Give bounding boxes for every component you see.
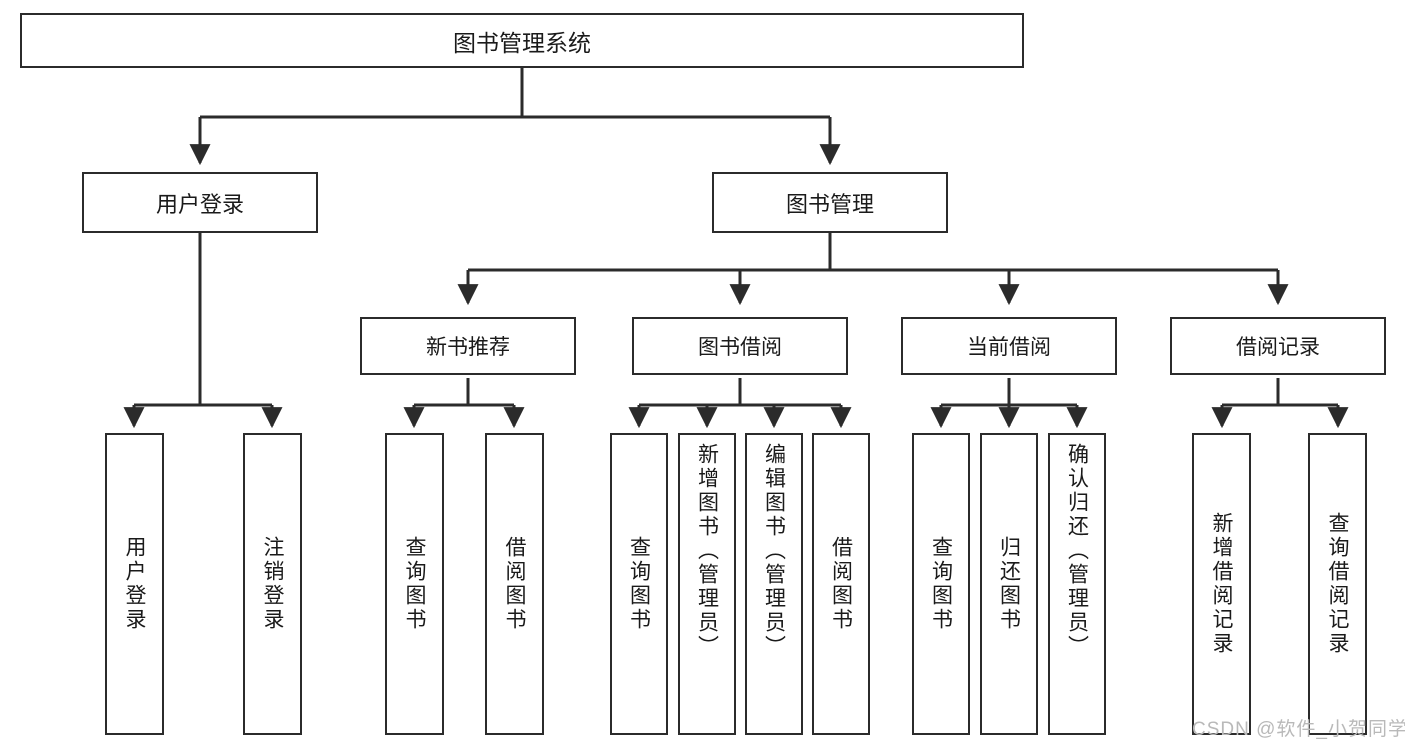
leaf-bb-add-book[interactable]: 新增图书（管理员） [678,433,736,735]
node-current-borrow-label: 当前借阅 [967,336,1051,359]
node-root-label: 图书管理系统 [453,29,591,56]
leaf-nb-query-book[interactable]: 查询图书 [385,433,444,735]
leaf-bb-query-book-label: 查询图书 [627,536,651,632]
node-borrow-record[interactable]: 借阅记录 [1170,317,1386,375]
leaf-nb-query-book-label: 查询图书 [403,536,426,632]
leaf-logout[interactable]: 注销登录 [243,433,302,735]
leaf-br-add-record[interactable]: 新增借阅记录 [1192,433,1251,735]
node-book-manage[interactable]: 图书管理 [712,172,948,233]
node-new-book-recommend[interactable]: 新书推荐 [360,317,576,375]
leaf-bb-add-book-label: 新增图书（管理员） [695,443,719,659]
leaf-nb-borrow-book-label: 借阅图书 [503,536,526,632]
leaf-cb-return-book[interactable]: 归还图书 [980,433,1038,735]
node-root[interactable]: 图书管理系统 [20,13,1024,68]
leaf-cb-confirm-return[interactable]: 确认归还（管理员） [1048,433,1106,735]
leaf-br-query-record[interactable]: 查询借阅记录 [1308,433,1367,735]
leaf-cb-confirm-return-label: 确认归还（管理员） [1065,443,1089,659]
csdn-watermark: CSDN @软件_小贺同学 [1192,719,1405,740]
leaf-bb-query-book[interactable]: 查询图书 [610,433,668,735]
node-book-borrow-label: 图书借阅 [698,336,782,359]
leaf-nb-borrow-book[interactable]: 借阅图书 [485,433,544,735]
leaf-user-login-label: 用户登录 [123,536,146,632]
leaf-bb-edit-book-label: 编辑图书（管理员） [762,443,786,659]
node-user-login[interactable]: 用户登录 [82,172,318,233]
leaf-bb-edit-book[interactable]: 编辑图书（管理员） [745,433,803,735]
leaf-cb-return-book-label: 归还图书 [997,536,1021,632]
node-book-manage-label: 图书管理 [785,191,874,217]
leaf-bb-borrow-book-label: 借阅图书 [829,536,853,632]
node-book-borrow[interactable]: 图书借阅 [632,317,848,375]
node-new-book-recommend-label: 新书推荐 [426,336,510,359]
leaf-cb-query-book-label: 查询图书 [929,536,953,632]
node-current-borrow[interactable]: 当前借阅 [901,317,1117,375]
node-user-login-label: 用户登录 [155,191,244,217]
leaf-bb-borrow-book[interactable]: 借阅图书 [812,433,870,735]
leaf-logout-label: 注销登录 [261,536,284,632]
leaf-br-add-record-label: 新增借阅记录 [1210,512,1233,656]
leaf-cb-query-book[interactable]: 查询图书 [912,433,970,735]
node-borrow-record-label: 借阅记录 [1236,336,1320,359]
leaf-br-query-record-label: 查询借阅记录 [1326,512,1349,656]
leaf-user-login[interactable]: 用户登录 [105,433,164,735]
